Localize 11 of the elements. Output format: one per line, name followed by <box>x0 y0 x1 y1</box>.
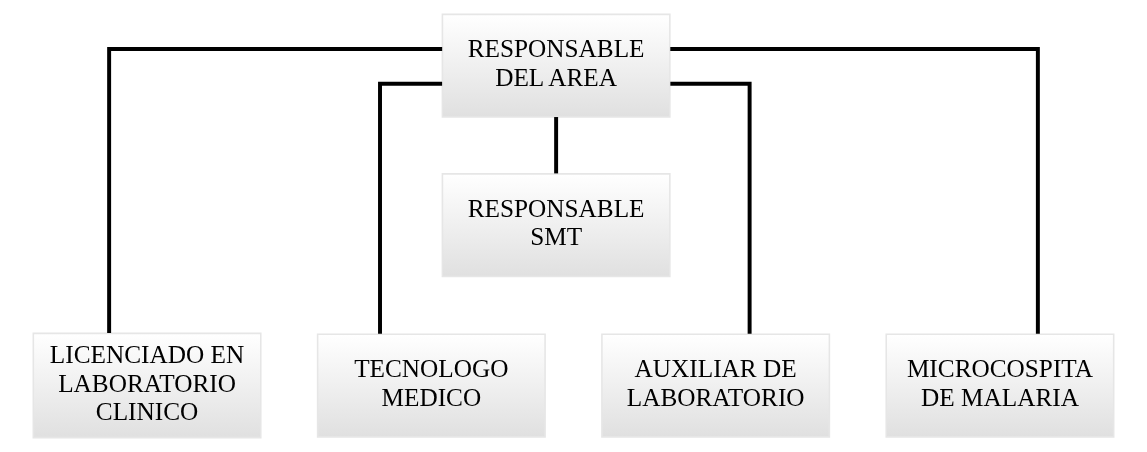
node-box: AUXILIAR DE LABORATORIO <box>601 333 831 438</box>
node-box: TECNOLOGO MEDICO <box>316 333 546 438</box>
connector <box>670 47 1040 334</box>
connector <box>107 47 443 333</box>
node-box: MICROCOSPITA DE MALARIA <box>885 333 1115 438</box>
node-box: LICENCIADO EN LABORATORIO CLINICO <box>32 332 262 439</box>
node-box: RESPONSABLE DEL AREA <box>441 13 671 118</box>
node-box: RESPONSABLE SMT <box>441 173 671 278</box>
connector <box>378 81 443 334</box>
connector <box>554 117 559 174</box>
connector <box>670 81 752 334</box>
